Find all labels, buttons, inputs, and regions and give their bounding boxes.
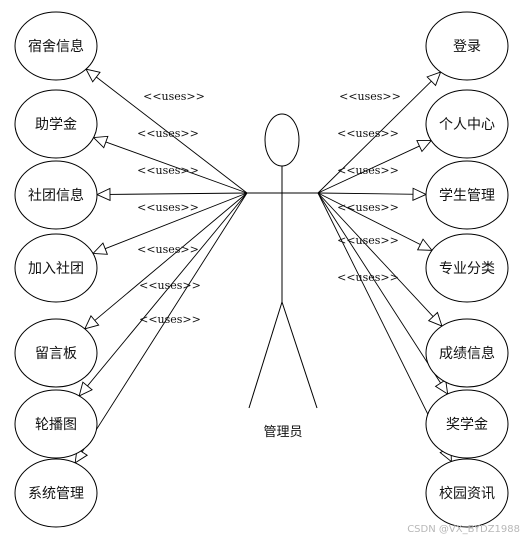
left-use-case: 宿舍信息	[14, 11, 98, 81]
use-case-label: 成绩信息	[439, 345, 495, 362]
right-uses-label: <<uses>>	[339, 90, 401, 103]
watermark: CSDN @VX_BYDZ1988	[407, 524, 520, 535]
left-arrowhead	[78, 381, 93, 397]
left-association-line	[96, 192, 248, 196]
right-use-case: 专业分类	[425, 233, 509, 303]
left-association-line	[74, 192, 248, 464]
left-uses-label: <<uses>>	[139, 279, 201, 292]
left-use-case: 社团信息	[14, 160, 98, 230]
use-case-label: 留言板	[35, 346, 77, 362]
left-association-line	[84, 192, 248, 330]
left-uses-label: <<uses>>	[139, 313, 201, 326]
use-case-label: 社团信息	[28, 187, 84, 204]
use-case-ellipse	[425, 458, 509, 528]
right-use-case: 奖学金	[425, 389, 509, 459]
left-uses-label: <<uses>>	[143, 90, 205, 103]
left-association-line	[85, 68, 248, 194]
right-arrowhead	[416, 140, 433, 153]
right-association-line	[317, 192, 449, 395]
use-case-label: 个人中心	[439, 117, 495, 133]
left-arrowhead	[92, 242, 109, 255]
use-case-label: 助学金	[35, 117, 77, 133]
right-use-case: 个人中心	[425, 89, 509, 159]
right-uses-label: <<uses>>	[337, 127, 399, 140]
left-use-case: 助学金	[14, 89, 98, 159]
left-uses-label: <<uses>>	[137, 201, 199, 214]
use-case-ellipse	[14, 11, 98, 81]
uses-label-group: <<uses>> <<uses>> <<uses>> <<uses>> <<uses>>…	[137, 90, 401, 326]
left-uses-label: <<uses>>	[137, 243, 199, 256]
right-association-line	[317, 192, 433, 251]
right-association-line	[317, 71, 441, 194]
use-case-ellipse	[14, 89, 98, 159]
right-uses-label: <<uses>>	[337, 201, 399, 214]
left-uses-label: <<uses>>	[137, 127, 199, 140]
right-uses-label: <<uses>>	[337, 234, 399, 247]
actor-head	[264, 113, 300, 167]
use-case-label: 专业分类	[439, 261, 495, 277]
left-uses-label: <<uses>>	[137, 164, 199, 177]
left-association-line	[93, 137, 248, 194]
right-arrowhead	[416, 238, 433, 251]
left-use-case: 轮播图	[14, 389, 98, 459]
right-arrowhead	[434, 379, 449, 395]
use-case-label: 宿舍信息	[28, 38, 84, 55]
right-association-line	[317, 140, 432, 194]
use-case-ellipse	[425, 11, 509, 81]
left-arrowhead	[84, 315, 100, 330]
left-use-case: 系统管理	[14, 458, 98, 528]
use-case-ellipse	[14, 160, 98, 230]
use-case-ellipse	[14, 389, 98, 459]
association-lines	[74, 68, 452, 464]
use-case-ellipse	[425, 318, 509, 388]
right-use-case: 登录	[425, 11, 509, 81]
right-association-line	[317, 192, 443, 327]
actor-name: 管理员	[263, 425, 302, 440]
use-case-ellipse	[425, 233, 509, 303]
use-case-ellipse	[425, 389, 509, 459]
right-uses-label: <<uses>>	[337, 164, 399, 177]
right-arrowhead	[426, 71, 442, 87]
use-case-label: 系统管理	[28, 486, 84, 502]
left-association-line	[92, 192, 248, 254]
use-case-label: 学生管理	[439, 188, 495, 204]
right-arrowhead	[427, 311, 443, 327]
left-arrowhead	[85, 68, 101, 83]
use-case-ellipse	[14, 318, 98, 388]
right-uses-label: <<uses>>	[337, 271, 399, 284]
right-use-case: 校园资讯	[425, 458, 509, 528]
right-arrowhead	[412, 187, 428, 201]
left-arrowhead	[92, 135, 109, 149]
use-case-ellipse	[14, 233, 98, 303]
use-case-label: 奖学金	[446, 416, 488, 433]
use-case-ellipse	[14, 458, 98, 528]
left-association-line	[78, 192, 248, 397]
left-arrowhead	[95, 187, 111, 202]
left-use-case: 留言板	[14, 318, 98, 388]
use-case-ellipse	[425, 160, 509, 230]
use-case-label: 轮播图	[35, 417, 77, 433]
use-case-label: 登录	[453, 39, 481, 55]
use-case-label: 加入社团	[28, 261, 84, 277]
right-association-line	[317, 192, 427, 195]
right-use-case: 学生管理	[425, 160, 509, 230]
actor-figure: 管理员	[246, 113, 318, 440]
use-case-label: 校园资讯	[439, 485, 495, 502]
actor-left-leg	[248, 301, 283, 409]
actor-right-leg	[281, 301, 318, 409]
use-case-ellipse	[425, 89, 509, 159]
right-use-case: 成绩信息	[425, 318, 509, 388]
left-use-case: 加入社团	[14, 233, 98, 303]
